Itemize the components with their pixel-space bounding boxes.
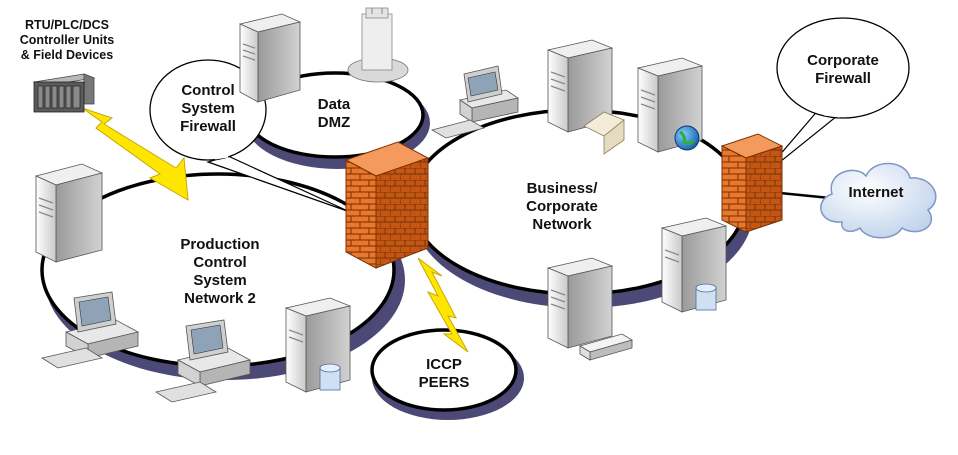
printer-icon — [579, 333, 633, 361]
data-dmz-label-line: Data — [317, 96, 351, 113]
internet-label: Internet — [834, 184, 918, 202]
internet-label-text: Internet — [848, 184, 904, 201]
production-network-label: Production Control System Network 2 — [160, 236, 280, 308]
server-icon — [546, 257, 614, 349]
iccp-peers-label-line: PEERS — [418, 374, 470, 391]
document-icon — [583, 111, 625, 155]
production-network-label-line: Control — [193, 254, 247, 271]
business-network-label-line: Business/ — [526, 180, 598, 197]
lightning-bolt-rtu — [81, 107, 189, 201]
business-network-label-line: Corporate — [526, 198, 598, 215]
rtu-label-line: RTU/PLC/DCS — [24, 18, 110, 32]
control-firewall-label-line: Control — [181, 82, 235, 99]
iccp-ring — [370, 328, 524, 420]
workstation-icon — [40, 291, 140, 369]
production-network-label-line: System — [193, 272, 247, 289]
rtu-controller-rack-icon — [32, 73, 96, 113]
rtu-label-line: Controller Units — [19, 33, 115, 47]
rtu-label: RTU/PLC/DCS Controller Units & Field Dev… — [6, 18, 128, 63]
corporate-firewall-label-line: Corporate — [807, 52, 879, 69]
internet-cloud — [779, 162, 937, 239]
production-network-label-line: Network 2 — [184, 290, 256, 307]
control-firewall-label: Control System Firewall — [156, 82, 260, 136]
server-icon — [546, 39, 614, 133]
business-network-label-line: Network — [532, 216, 592, 233]
iccp-peers-label: ICCP PEERS — [404, 356, 484, 392]
workstation-icon — [154, 319, 252, 403]
rtu-label-line: & Field Devices — [20, 48, 114, 62]
corporate-firewall-icon — [720, 133, 784, 233]
data-dmz-label: Data DMZ — [296, 96, 372, 132]
control-firewall-label-line: Firewall — [180, 118, 236, 135]
lightning-bolt-iccp — [417, 257, 469, 353]
data-historian-icon — [347, 7, 409, 83]
iccp-peers-label-line: ICCP — [426, 356, 462, 373]
globe-icon — [674, 125, 700, 151]
control-firewall-callout — [149, 59, 351, 213]
database-server-icon — [660, 217, 728, 313]
database-server-icon — [284, 297, 352, 393]
workstation-icon — [430, 65, 520, 139]
business-network-label: Business/ Corporate Network — [506, 180, 618, 234]
control-firewall-label-line: System — [181, 100, 235, 117]
data-dmz-label-line: DMZ — [317, 114, 351, 131]
dmz-ring — [245, 71, 430, 169]
corporate-firewall-label: Corporate Firewall — [792, 52, 894, 88]
control-system-firewall-icon — [344, 141, 430, 269]
server-icon — [238, 13, 302, 103]
production-network-label-line: Production — [180, 236, 260, 253]
corporate-firewall-label-line: Firewall — [815, 70, 871, 87]
server-icon — [34, 163, 104, 263]
